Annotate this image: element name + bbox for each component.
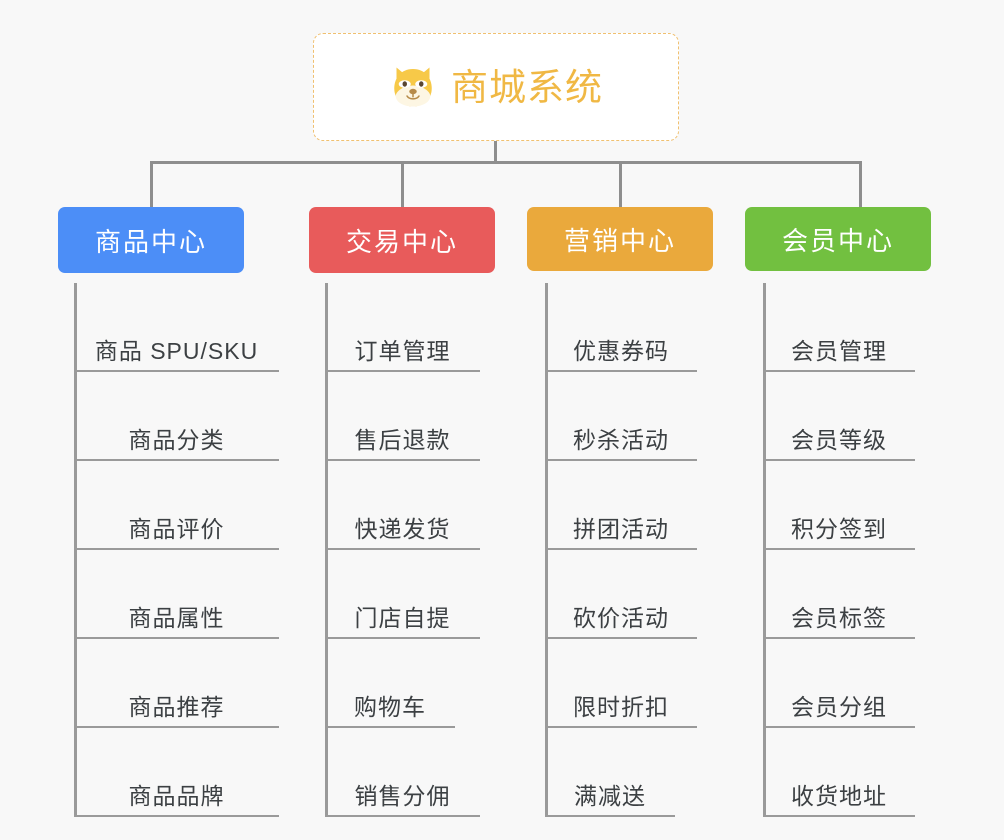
leaf-item-label: 商品评价	[128, 515, 225, 542]
leaf-item-label: 商品 SPU/SKU	[94, 337, 259, 364]
leaf-item[interactable]: 销售分佣	[325, 728, 480, 817]
leaf-item[interactable]: 商品评价	[74, 461, 279, 550]
leaf-item[interactable]: 会员分组	[763, 639, 915, 728]
leaf-spine	[325, 283, 328, 817]
connector-drop-trade-center	[401, 161, 404, 207]
leaf-item[interactable]: 会员等级	[763, 372, 915, 461]
leaf-item-label: 秒杀活动	[573, 426, 669, 453]
leaf-item-label: 门店自提	[354, 604, 451, 631]
leaf-item[interactable]: 商品推荐	[74, 639, 279, 728]
leaf-item[interactable]: 快递发货	[325, 461, 480, 550]
category-header-label: 商品中心	[94, 226, 207, 257]
category-header-member-center[interactable]: 会员中心	[745, 207, 931, 271]
leaf-item-label: 拼团活动	[573, 515, 669, 542]
leaf-item-label: 商品品牌	[128, 782, 225, 809]
leaf-item-label: 积分签到	[791, 515, 887, 542]
leaf-item-label: 会员等级	[791, 426, 887, 453]
leaf-item[interactable]: 会员标签	[763, 550, 915, 639]
leaf-item[interactable]: 商品分类	[74, 372, 279, 461]
category-header-product-center[interactable]: 商品中心	[58, 207, 244, 273]
leaf-item-label: 限时折扣	[573, 693, 669, 720]
leaf-item-label: 购物车	[354, 693, 426, 720]
leaf-item[interactable]: 限时折扣	[545, 639, 697, 728]
leaf-item-label: 快递发货	[354, 515, 451, 542]
category-header-label: 会员中心	[781, 225, 894, 256]
leaf-spine	[74, 283, 77, 817]
leaf-item[interactable]: 购物车	[325, 639, 455, 728]
leaf-item[interactable]: 积分签到	[763, 461, 915, 550]
leaf-item[interactable]: 会员管理	[763, 283, 915, 372]
leaf-item-label: 会员分组	[791, 693, 887, 720]
leaf-item-label: 满减送	[574, 782, 646, 809]
leaf-item-label: 砍价活动	[573, 604, 669, 631]
root-title: 商城系统	[451, 66, 603, 108]
connector-drop-member-center	[859, 161, 862, 207]
category-header-label: 交易中心	[345, 226, 458, 257]
leaf-item-label: 售后退款	[354, 426, 451, 453]
leaf-item-label: 订单管理	[354, 337, 451, 364]
leaf-item-label: 销售分佣	[354, 782, 451, 809]
shiba-dog-face-icon	[394, 67, 432, 107]
leaf-item[interactable]: 秒杀活动	[545, 372, 697, 461]
leaf-item-label: 优惠券码	[573, 337, 669, 364]
connector-drop-marketing-center	[619, 161, 622, 207]
leaf-item[interactable]: 门店自提	[325, 550, 480, 639]
leaf-item-label: 会员标签	[791, 604, 887, 631]
leaf-item[interactable]: 商品品牌	[74, 728, 279, 817]
connector-root-stem	[494, 141, 497, 164]
leaf-item-label: 收货地址	[791, 782, 887, 809]
leaf-item[interactable]: 优惠券码	[545, 283, 697, 372]
leaf-item-label: 商品属性	[128, 604, 225, 631]
leaf-item[interactable]: 拼团活动	[545, 461, 697, 550]
leaf-item[interactable]: 商品属性	[74, 550, 279, 639]
leaf-spine	[545, 283, 548, 817]
leaf-item[interactable]: 售后退款	[325, 372, 480, 461]
leaf-item-label: 商品推荐	[128, 693, 225, 720]
leaf-item-label: 商品分类	[128, 426, 225, 453]
leaf-item[interactable]: 砍价活动	[545, 550, 697, 639]
leaf-item[interactable]: 收货地址	[763, 728, 915, 817]
leaf-item-label: 会员管理	[791, 337, 887, 364]
leaf-item[interactable]: 商品 SPU/SKU	[74, 283, 279, 372]
connector-drop-product-center	[150, 161, 153, 207]
connector-horizontal-bus	[150, 161, 862, 164]
category-header-trade-center[interactable]: 交易中心	[309, 207, 495, 273]
leaf-item[interactable]: 订单管理	[325, 283, 480, 372]
leaf-item[interactable]: 满减送	[545, 728, 675, 817]
root-node[interactable]: 商城系统	[313, 33, 679, 141]
category-header-marketing-center[interactable]: 营销中心	[527, 207, 713, 271]
category-header-label: 营销中心	[563, 225, 676, 256]
leaf-spine	[763, 283, 766, 817]
